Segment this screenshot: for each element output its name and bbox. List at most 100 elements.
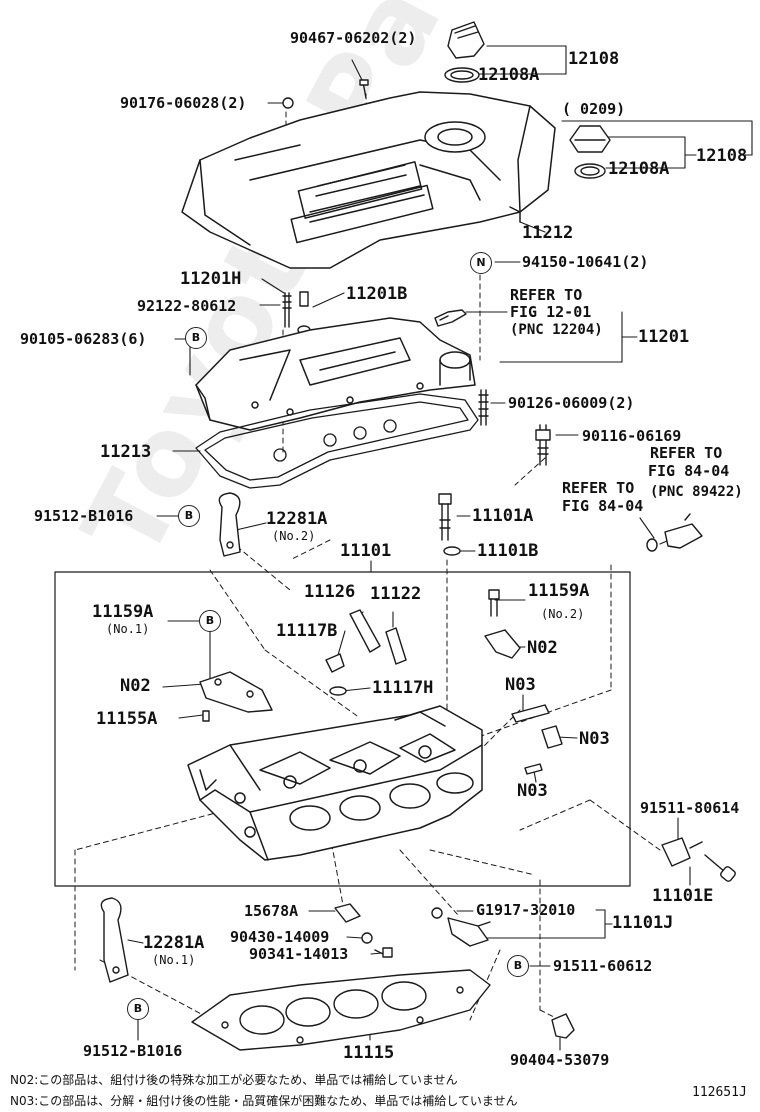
label-11101a[interactable]: 11101A — [472, 506, 534, 526]
label-11201h[interactable]: 11201H — [180, 269, 242, 289]
label-11155a[interactable]: 11155A — [96, 709, 158, 729]
label-92122-80612[interactable]: 92122-80612 — [137, 297, 237, 315]
pin-11155a — [202, 710, 210, 722]
label-11115[interactable]: 11115 — [343, 1043, 395, 1063]
label-90341-14013[interactable]: 90341-14013 — [249, 945, 349, 963]
label-91512-b1016-bot[interactable]: 91512-B1016 — [83, 1042, 183, 1060]
leader-lines — [127, 45, 753, 1051]
plug-15678a — [334, 903, 361, 923]
label-12108a-alt[interactable]: 12108A — [608, 159, 670, 179]
ref3-line2[interactable]: FIG 84-04 — [562, 497, 644, 515]
label-91511-80614[interactable]: 91511-80614 — [640, 799, 740, 817]
label-12108[interactable]: 12108 — [568, 49, 620, 69]
label-11159a-left-sub: (No.1) — [106, 622, 150, 636]
label-n02-right[interactable]: N02 — [527, 638, 558, 658]
oil-filler-cap-top — [444, 21, 485, 83]
pcv-valve — [434, 309, 467, 327]
label-11101j[interactable]: 11101J — [612, 913, 674, 933]
label-11117h[interactable]: 11117H — [372, 678, 434, 698]
label-12281a-bot-sub: (No.1) — [152, 953, 196, 967]
label-12281a-bot[interactable]: 12281A — [143, 933, 205, 953]
label-12281a-top-sub: (No.2) — [272, 529, 316, 543]
nut-90176 — [282, 97, 294, 109]
label-11122[interactable]: 11122 — [370, 584, 422, 604]
oil-filler-cap-alt — [569, 125, 611, 179]
label-90430-14009[interactable]: 90430-14009 — [230, 928, 330, 946]
b-circle-symbol: B — [199, 610, 221, 632]
label-11159a-right-sub: (No.2) — [541, 607, 585, 621]
figure-id: 112651J — [692, 1085, 747, 1100]
head-cover-gasket — [195, 393, 479, 489]
label-g1917-32010[interactable]: G1917-32010 — [476, 901, 576, 919]
label-n03-c[interactable]: N03 — [517, 781, 548, 801]
bush-n03-b — [541, 725, 563, 749]
label-11212[interactable]: 11212 — [522, 223, 574, 243]
engine-cover — [181, 91, 556, 269]
valve-guide-11126 — [349, 609, 381, 653]
label-11101e[interactable]: 11101E — [652, 886, 714, 906]
label-12108-alt[interactable]: 12108 — [696, 146, 748, 166]
stud-90116 — [535, 424, 551, 466]
b-circle-symbol: B — [507, 955, 529, 977]
plug-11117h — [329, 686, 347, 696]
engine-hanger-no1 — [100, 897, 129, 983]
valve-guide-11122 — [385, 627, 407, 665]
label-11201[interactable]: 11201 — [638, 327, 690, 347]
label-n03-a[interactable]: N03 — [505, 675, 536, 695]
gasket-g1917 — [431, 907, 443, 919]
washer-11101b — [443, 546, 461, 556]
label-90404-53079[interactable]: 90404-53079 — [510, 1051, 610, 1069]
gasket-90430 — [361, 932, 373, 944]
ref1-line2[interactable]: FIG 12-01 — [510, 303, 592, 321]
label-90105-06283[interactable]: 90105-06283(6) — [20, 330, 147, 348]
pin-n03-c — [524, 763, 543, 775]
bolt-11159a-no2 — [488, 589, 500, 617]
bolt-91511-80614 — [704, 854, 736, 882]
note-n02: N02:この部品は、組付け後の特殊な加工が必要なため、単品では補給していません — [10, 1073, 458, 1087]
label-11126[interactable]: 11126 — [304, 582, 356, 602]
sensor-89422 — [646, 513, 703, 552]
stud-11201h — [282, 292, 292, 328]
screw-90467 — [359, 79, 369, 99]
label-12281a-top[interactable]: 12281A — [266, 509, 328, 529]
sensor-11101e — [661, 837, 703, 867]
label-11101b[interactable]: 11101B — [477, 541, 539, 561]
label-11159a-left[interactable]: 11159A — [92, 602, 154, 622]
label-91511-60612[interactable]: 91511-60612 — [553, 957, 653, 975]
head-assembly-frame — [54, 571, 631, 887]
label-90116-06169[interactable]: 90116-06169 — [582, 427, 682, 445]
ref1-line1: REFER TO — [510, 286, 583, 304]
label-91512-b1016-top[interactable]: 91512-B1016 — [34, 507, 134, 525]
label-90126-06009[interactable]: 90126-06009(2) — [508, 394, 635, 412]
cylinder-head-block — [187, 705, 483, 861]
ref1-line3: (PNC 12204) — [510, 322, 603, 338]
bolt-11101a — [438, 493, 452, 541]
ref3-line1: REFER TO — [562, 479, 635, 497]
note-n03: N03:この部品は、分解・組付け後の性能・品質確保が困難なため、単品では補給して… — [10, 1094, 518, 1108]
b-circle-symbol: B — [127, 998, 149, 1020]
washer-11201b — [297, 291, 311, 335]
label-11117b[interactable]: 11117B — [276, 621, 338, 641]
stud-90126 — [478, 389, 489, 426]
label-11159a-right[interactable]: 11159A — [528, 581, 590, 601]
fitting-90404 — [551, 1013, 575, 1039]
seal-11117b — [325, 653, 345, 673]
label-94150-10641[interactable]: 94150-10641(2) — [522, 253, 649, 271]
ref2-line2[interactable]: FIG 84-04 — [648, 462, 730, 480]
label-90467-06202[interactable]: 90467-06202(2) — [290, 29, 417, 47]
label-15678a[interactable]: 15678A — [244, 902, 299, 920]
b-circle-symbol: B — [185, 327, 207, 349]
cam-cap-n02-right — [484, 629, 521, 659]
label-90176-06028[interactable]: 90176-06028(2) — [120, 94, 247, 112]
bolt-90341 — [374, 947, 393, 958]
label-12108a-top[interactable]: 12108A — [478, 65, 540, 85]
cam-cap-n02-left — [199, 671, 273, 713]
label-11201b[interactable]: 11201B — [346, 284, 408, 304]
ref2-line3: (PNC 89422) — [650, 484, 743, 500]
label-n03-b[interactable]: N03 — [579, 729, 610, 749]
n-circle-symbol: N — [470, 252, 492, 274]
label-n02-left[interactable]: N02 — [120, 676, 151, 696]
label-11101[interactable]: 11101 — [340, 541, 392, 561]
label-11213[interactable]: 11213 — [100, 442, 152, 462]
